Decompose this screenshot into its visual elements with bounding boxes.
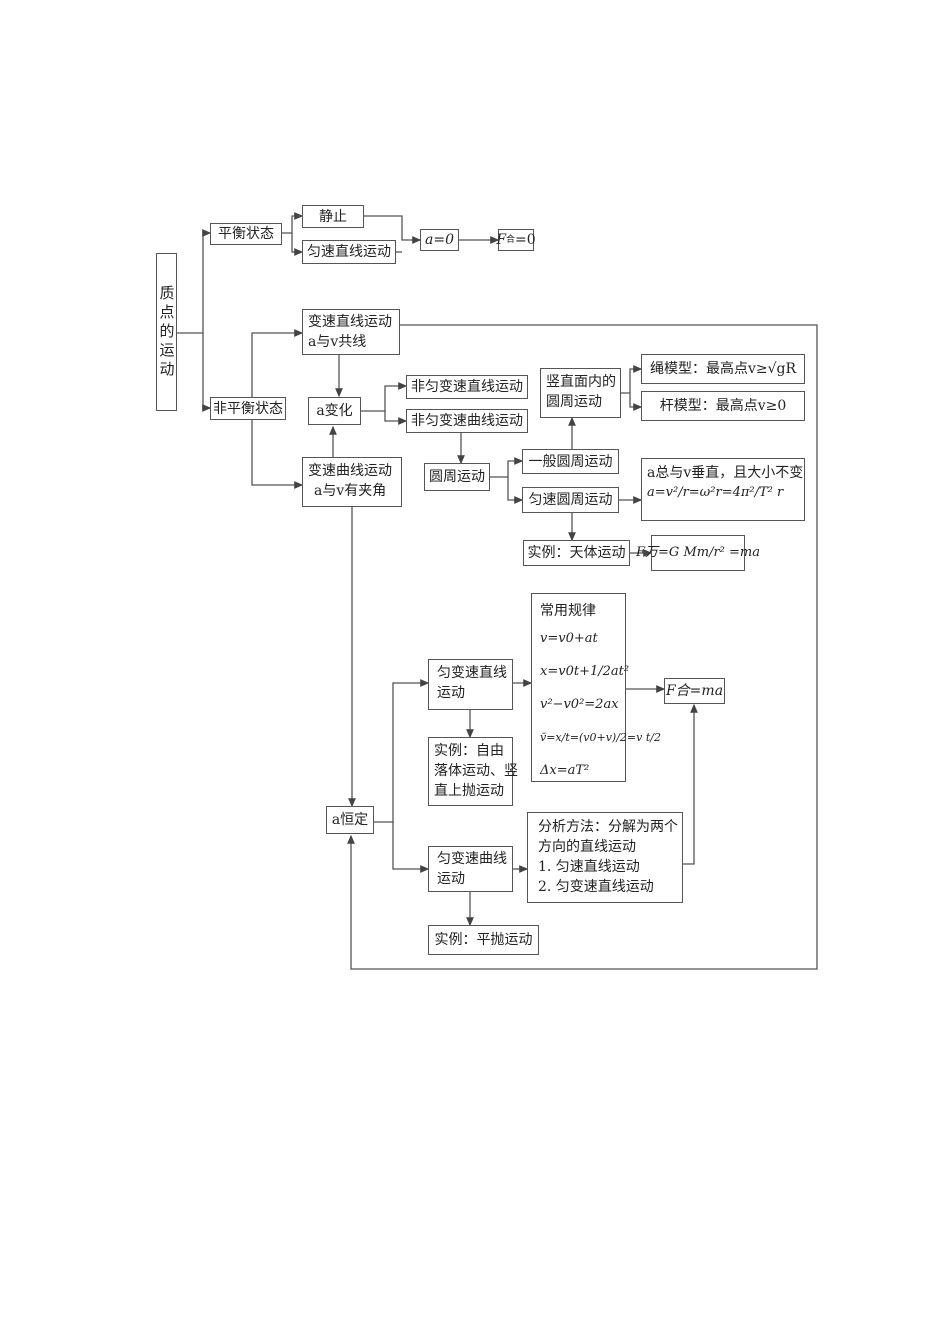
nonuni-line-label: 非匀变速直线运动 [411, 379, 523, 395]
ual-l2: 运动 [437, 685, 465, 701]
vertical-circle-box: 竖直面内的圆周运动 [540, 368, 621, 418]
a-const-box: a恒定 [326, 806, 374, 834]
uniform-circle-formula: a=v²/r=ω²r=4π²/T² r [647, 485, 784, 500]
nonuni-curve-label: 非匀变速曲线运动 [411, 413, 523, 429]
projectile-label: 实例：平抛运动 [434, 932, 533, 948]
uniform-accel-line-box: 匀变速直线运动 [428, 659, 513, 710]
ual-l1: 匀变速直线 [437, 665, 507, 681]
uniform-line-box: 匀速直线运动 [302, 240, 396, 264]
circular-label: 圆周运动 [429, 469, 485, 485]
celestial-label: 实例：天体运动 [527, 545, 626, 561]
rope-model-box: 绳模型：最高点v≥√gR [641, 354, 805, 384]
uniform-accel-curve-box: 匀变速曲线运动 [428, 846, 513, 892]
balance-label: 平衡状态 [218, 226, 274, 242]
f-symbol: F [496, 232, 507, 248]
uniform-circle-note: a总与v垂直，且大小不变 [647, 465, 804, 481]
a-change-box: a变化 [308, 397, 361, 425]
a-change-label: a变化 [316, 403, 353, 419]
rope-model-label: 绳模型：最高点v≥√gR [649, 361, 797, 377]
a-zero-box: a=0 [420, 229, 459, 251]
nonuni-line-box: 非匀变速直线运动 [406, 375, 528, 399]
variable-curve-box: 变速曲线运动 a与v有夹角 [302, 457, 402, 507]
nonuni-curve-box: 非匀变速曲线运动 [406, 409, 528, 433]
general-circle-box: 一般圆周运动 [522, 449, 619, 474]
variable-line-cond: a与v共线 [308, 334, 367, 350]
uniform-circle-label: 匀速圆周运动 [528, 492, 613, 508]
rule-2: x=v0t+1/2at² [540, 664, 630, 679]
uac-l2: 运动 [437, 871, 465, 887]
free-fall-l1: 实例：自由 [434, 743, 504, 759]
analysis-l3: 1. 匀速直线运动 [538, 859, 640, 875]
variable-line-box: 变速直线运动 a与v共线 [302, 309, 400, 355]
analysis-l4: 2. 匀变速直线运动 [538, 879, 654, 895]
variable-curve-title: 变速曲线运动 [308, 463, 392, 479]
analysis-l2: 方向的直线运动 [538, 839, 636, 855]
f-zero-rest: =0 [515, 232, 536, 248]
root-label: 质点的运动 [157, 284, 176, 380]
balance-box: 平衡状态 [210, 223, 282, 245]
uniform-circle-note-box: a总与v垂直，且大小不变 a=v²/r=ω²r=4π²/T² r [641, 458, 805, 521]
f-subscript: 合 [506, 235, 516, 245]
root-box: 质点的运动 [156, 253, 177, 411]
nonbalance-label: 非平衡状态 [213, 400, 283, 417]
general-circle-label: 一般圆周运动 [528, 453, 613, 470]
rule-5: Δx=aT² [540, 763, 590, 778]
rod-model-label: 杆模型：最高点v≥0 [659, 398, 787, 414]
newton-label: F合=ma [665, 683, 724, 699]
newton-box: F合=ma [664, 678, 725, 704]
a-zero-label: a=0 [425, 232, 454, 248]
analysis-l1: 分析方法：分解为两个 [538, 819, 678, 835]
celestial-box: 实例：天体运动 [523, 540, 630, 566]
rule-4: v̄=x/t=(v0+v)/2=v t/2 [540, 731, 661, 744]
analysis-box: 分析方法：分解为两个方向的直线运动 1. 匀速直线运动 2. 匀变速直线运动 [527, 812, 683, 903]
projectile-box: 实例：平抛运动 [428, 925, 539, 955]
static-box: 静止 [302, 205, 364, 228]
free-fall-box: 实例：自由落体运动、竖直上抛运动 [428, 737, 518, 806]
vertical-circle-l1: 竖直面内的 [546, 374, 616, 390]
uniform-line-label: 匀速直线运动 [307, 244, 391, 260]
free-fall-l3: 直上抛运动 [434, 783, 504, 799]
static-label: 静止 [319, 208, 347, 225]
rule-1: v=v0+at [540, 631, 598, 646]
vertical-circle-l2: 圆周运动 [546, 394, 602, 410]
common-rules-box: 常用规律 v=v0+at x=v0t+1/2at² v²−v0²=2ax v̄=… [531, 593, 661, 782]
gravitation-box: F万=G Mm/r² =ma [636, 535, 760, 571]
rod-model-box: 杆模型：最高点v≥0 [641, 391, 805, 421]
free-fall-l2: 落体运动、竖 [434, 763, 518, 779]
nonbalance-box: 非平衡状态 [210, 397, 286, 420]
a-const-label: a恒定 [331, 812, 369, 828]
uniform-circle-box: 匀速圆周运动 [522, 487, 619, 513]
variable-line-title: 变速直线运动 [308, 314, 392, 330]
variable-curve-cond: a与v有夹角 [314, 483, 387, 499]
uac-l1: 匀变速曲线 [437, 851, 507, 867]
rule-3: v²−v0²=2ax [540, 697, 619, 712]
gravitation-formula: F万=G Mm/r² =ma [636, 545, 760, 560]
common-rules-title: 常用规律 [540, 603, 596, 619]
circular-box: 圆周运动 [424, 463, 490, 491]
